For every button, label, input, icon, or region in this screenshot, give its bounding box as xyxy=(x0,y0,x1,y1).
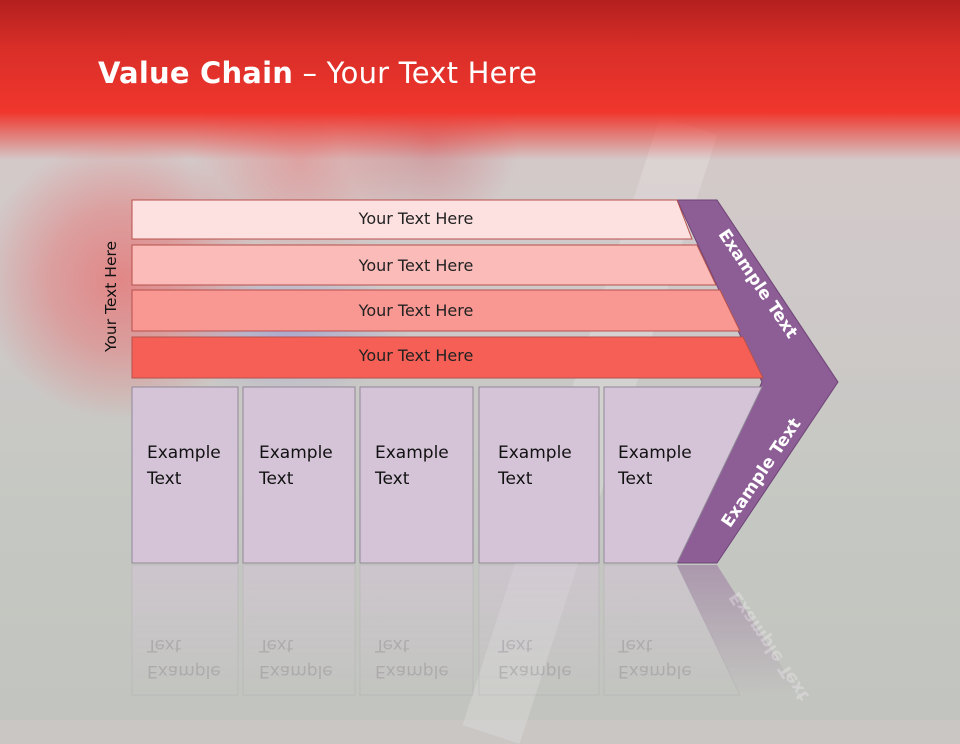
box-2-label: Example Text xyxy=(259,440,333,492)
title-rest: – Your Text Here xyxy=(293,56,538,90)
box-3-reflection-line2: Text xyxy=(375,635,410,655)
box-4[interactable] xyxy=(478,386,600,564)
box-3-line2: Text xyxy=(375,469,410,489)
box-1[interactable] xyxy=(131,386,239,564)
box-5-line1: Example xyxy=(618,443,692,463)
title-bold: Value Chain xyxy=(98,56,294,90)
box-1-label: Example Text xyxy=(147,440,221,492)
bar-4-label: Your Text Here xyxy=(358,346,474,365)
box-4-label: Example Text xyxy=(498,440,572,492)
box-3-reflection: Example Text xyxy=(375,632,449,684)
box-1-line1: Example xyxy=(147,443,221,463)
box-2[interactable] xyxy=(242,386,356,564)
slide-title[interactable]: Value Chain – Your Text Here xyxy=(98,56,537,90)
box-2-reflection: Example Text xyxy=(259,632,333,684)
bar-3[interactable] xyxy=(131,289,741,332)
box-2-line2: Text xyxy=(259,469,294,489)
box-3-reflection-line1: Example xyxy=(375,661,449,681)
title-banner xyxy=(0,0,960,160)
boxes-reflection xyxy=(131,564,800,696)
box-4-reflection-line1: Example xyxy=(498,661,572,681)
box-2-line1: Example xyxy=(259,443,333,463)
bar-3-label: Your Text Here xyxy=(358,301,474,320)
box-3-label: Example Text xyxy=(375,440,449,492)
box-1-reflection-line2: Text xyxy=(147,635,182,655)
box-5[interactable] xyxy=(603,386,763,564)
box-2-reflection-line2: Text xyxy=(259,635,294,655)
box-1-reflection: Example Text xyxy=(147,632,221,684)
box-4-reflection: Example Text xyxy=(498,632,572,684)
chevron-arrow[interactable] xyxy=(676,199,839,564)
bar-4[interactable] xyxy=(131,336,764,379)
box-2-reflection-line1: Example xyxy=(259,661,333,681)
box-5-reflection-line1: Example xyxy=(618,661,692,681)
box-4-line1: Example xyxy=(498,443,572,463)
value-chain-diagram xyxy=(131,199,839,696)
bar-2-label: Your Text Here xyxy=(358,256,474,275)
box-4-line2: Text xyxy=(498,469,533,489)
box-3[interactable] xyxy=(359,386,474,564)
box-3-line1: Example xyxy=(375,443,449,463)
bar-1[interactable] xyxy=(131,199,693,240)
bar-2[interactable] xyxy=(131,244,717,286)
box-5-label: Example Text xyxy=(618,440,692,492)
box-5-reflection: Example Text xyxy=(618,632,692,684)
box-5-reflection-line2: Text xyxy=(618,635,653,655)
box-1-line2: Text xyxy=(147,469,182,489)
box-4-reflection-line2: Text xyxy=(498,635,533,655)
bar-1-label: Your Text Here xyxy=(358,209,474,228)
box-5-line2: Text xyxy=(618,469,653,489)
box-1-reflection-line1: Example xyxy=(147,661,221,681)
